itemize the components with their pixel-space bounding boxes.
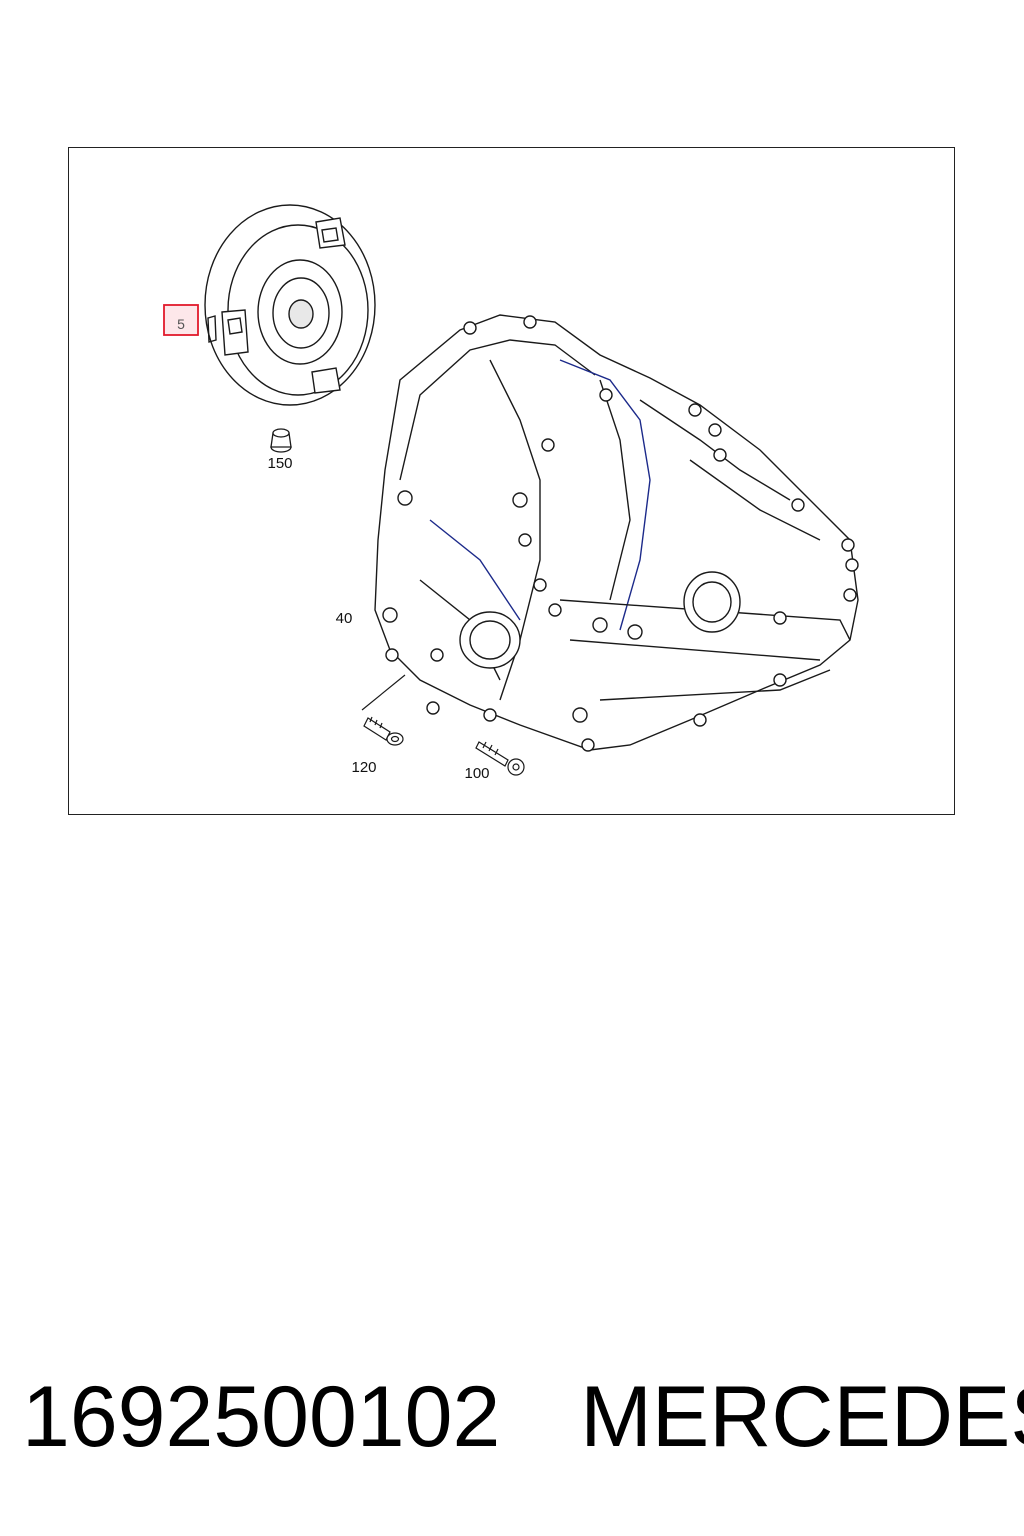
screw-120-drawing[interactable]: [363, 716, 404, 746]
parts-diagram: 5 150: [163, 204, 859, 782]
callout-5-label: 5: [177, 316, 185, 332]
callout-100-label: 100: [464, 765, 489, 782]
torque-converter-drawing[interactable]: [204, 204, 376, 406]
diagram-frame: [68, 147, 955, 815]
plug-drawing[interactable]: [270, 428, 292, 453]
part-number: 1692500102: [22, 1368, 501, 1465]
caption: 1692500102 MERCEDES: [22, 1362, 1024, 1472]
callout-150-label: 150: [267, 455, 292, 472]
callout-40-label: 40: [336, 610, 353, 627]
brand-name: MERCEDES: [580, 1368, 1024, 1465]
highlight-box[interactable]: [163, 304, 199, 336]
transmission-housing-drawing[interactable]: [374, 314, 859, 752]
callout-120-label: 120: [351, 759, 376, 776]
leader-line-120: [361, 674, 406, 711]
screw-100-drawing[interactable]: [475, 741, 525, 776]
